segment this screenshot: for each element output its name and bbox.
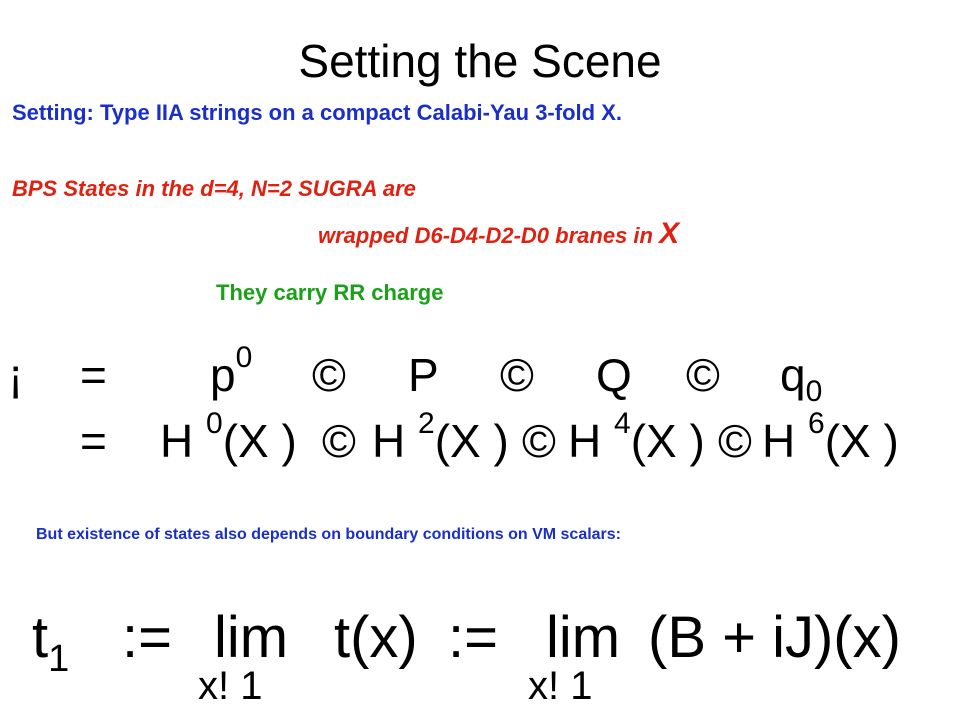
lim-under-1: x! 1 <box>198 664 263 708</box>
eq2-h-1: H <box>160 415 194 467</box>
eq2-sup-3: 4 <box>614 407 631 440</box>
lim-under-2: x! 1 <box>528 664 593 708</box>
lim-2: lim <box>546 605 621 670</box>
eq2-term-2: H 2(X ) <box>372 407 509 468</box>
lim-t-sub: 1 <box>48 638 70 680</box>
eq1-p: p0 <box>210 341 252 402</box>
lim-assign-1: := <box>122 605 172 670</box>
lim-mid: t(x) <box>334 605 418 670</box>
eq2-h-4: H <box>762 415 796 467</box>
eq2-oplus-2: © <box>522 415 556 467</box>
eq2-arg-1: (X ) <box>222 415 297 467</box>
eq2-term-3: H 4(X ) <box>568 407 705 468</box>
eq2-sup-4: 6 <box>808 407 825 440</box>
rr-charge-line: They carry RR charge <box>216 280 444 305</box>
eq2-term-1: H 0(X ) <box>160 407 297 468</box>
eq1-lhs: ¡ <box>8 349 24 401</box>
eq2-h-3: H <box>568 415 602 467</box>
eq1-q-sub: 0 <box>805 375 823 408</box>
eq2-term-4: H 6(X ) <box>762 407 899 468</box>
eq1-p-sup: 0 <box>235 341 253 374</box>
eq1-oplus-3: © <box>686 349 720 401</box>
lim-t1: t1 <box>32 604 69 680</box>
eq2-arg-2: (X ) <box>434 415 509 467</box>
eq2-oplus-1: © <box>322 415 356 467</box>
page-title: Setting the Scene <box>298 35 662 87</box>
bps-line-2: wrapped D6-D4-D2-D0 branes in X <box>318 217 679 251</box>
bps-line-1: BPS States in the d=4, N=2 SUGRA are <box>12 176 416 201</box>
boundary-note: But existence of states also depends on … <box>36 526 622 543</box>
eq1-equals: = <box>80 349 107 401</box>
bps-line-2-text: wrapped D6-D4-D2-D0 branes in <box>318 223 660 248</box>
eq1-oplus-1: © <box>312 349 346 401</box>
eq2-oplus-3: © <box>718 415 752 467</box>
lim-t: t <box>32 605 49 670</box>
eq1-q: q0 <box>780 348 822 408</box>
eq2-arg-4: (X ) <box>824 415 899 467</box>
eq1-P: P <box>408 349 439 401</box>
eq2-sup-2: 2 <box>418 407 435 440</box>
eq1-p-letter: p <box>210 349 236 401</box>
setting-line: Setting: Type IIA strings on a compact C… <box>12 100 622 125</box>
eq2-arg-3: (X ) <box>630 415 705 467</box>
eq1-oplus-2: © <box>500 349 534 401</box>
eq1-Q: Q <box>596 349 632 401</box>
bps-x: X <box>659 217 680 250</box>
lim-1: lim <box>214 605 289 670</box>
eq2-sup-1: 0 <box>206 407 223 440</box>
lim-rhs: (B + iJ)(x) <box>648 605 901 670</box>
eq1-q-letter: q <box>780 349 806 401</box>
eq2-h-2: H <box>372 415 406 467</box>
lim-assign-2: := <box>448 605 498 670</box>
eq2-equals: = <box>80 415 107 467</box>
